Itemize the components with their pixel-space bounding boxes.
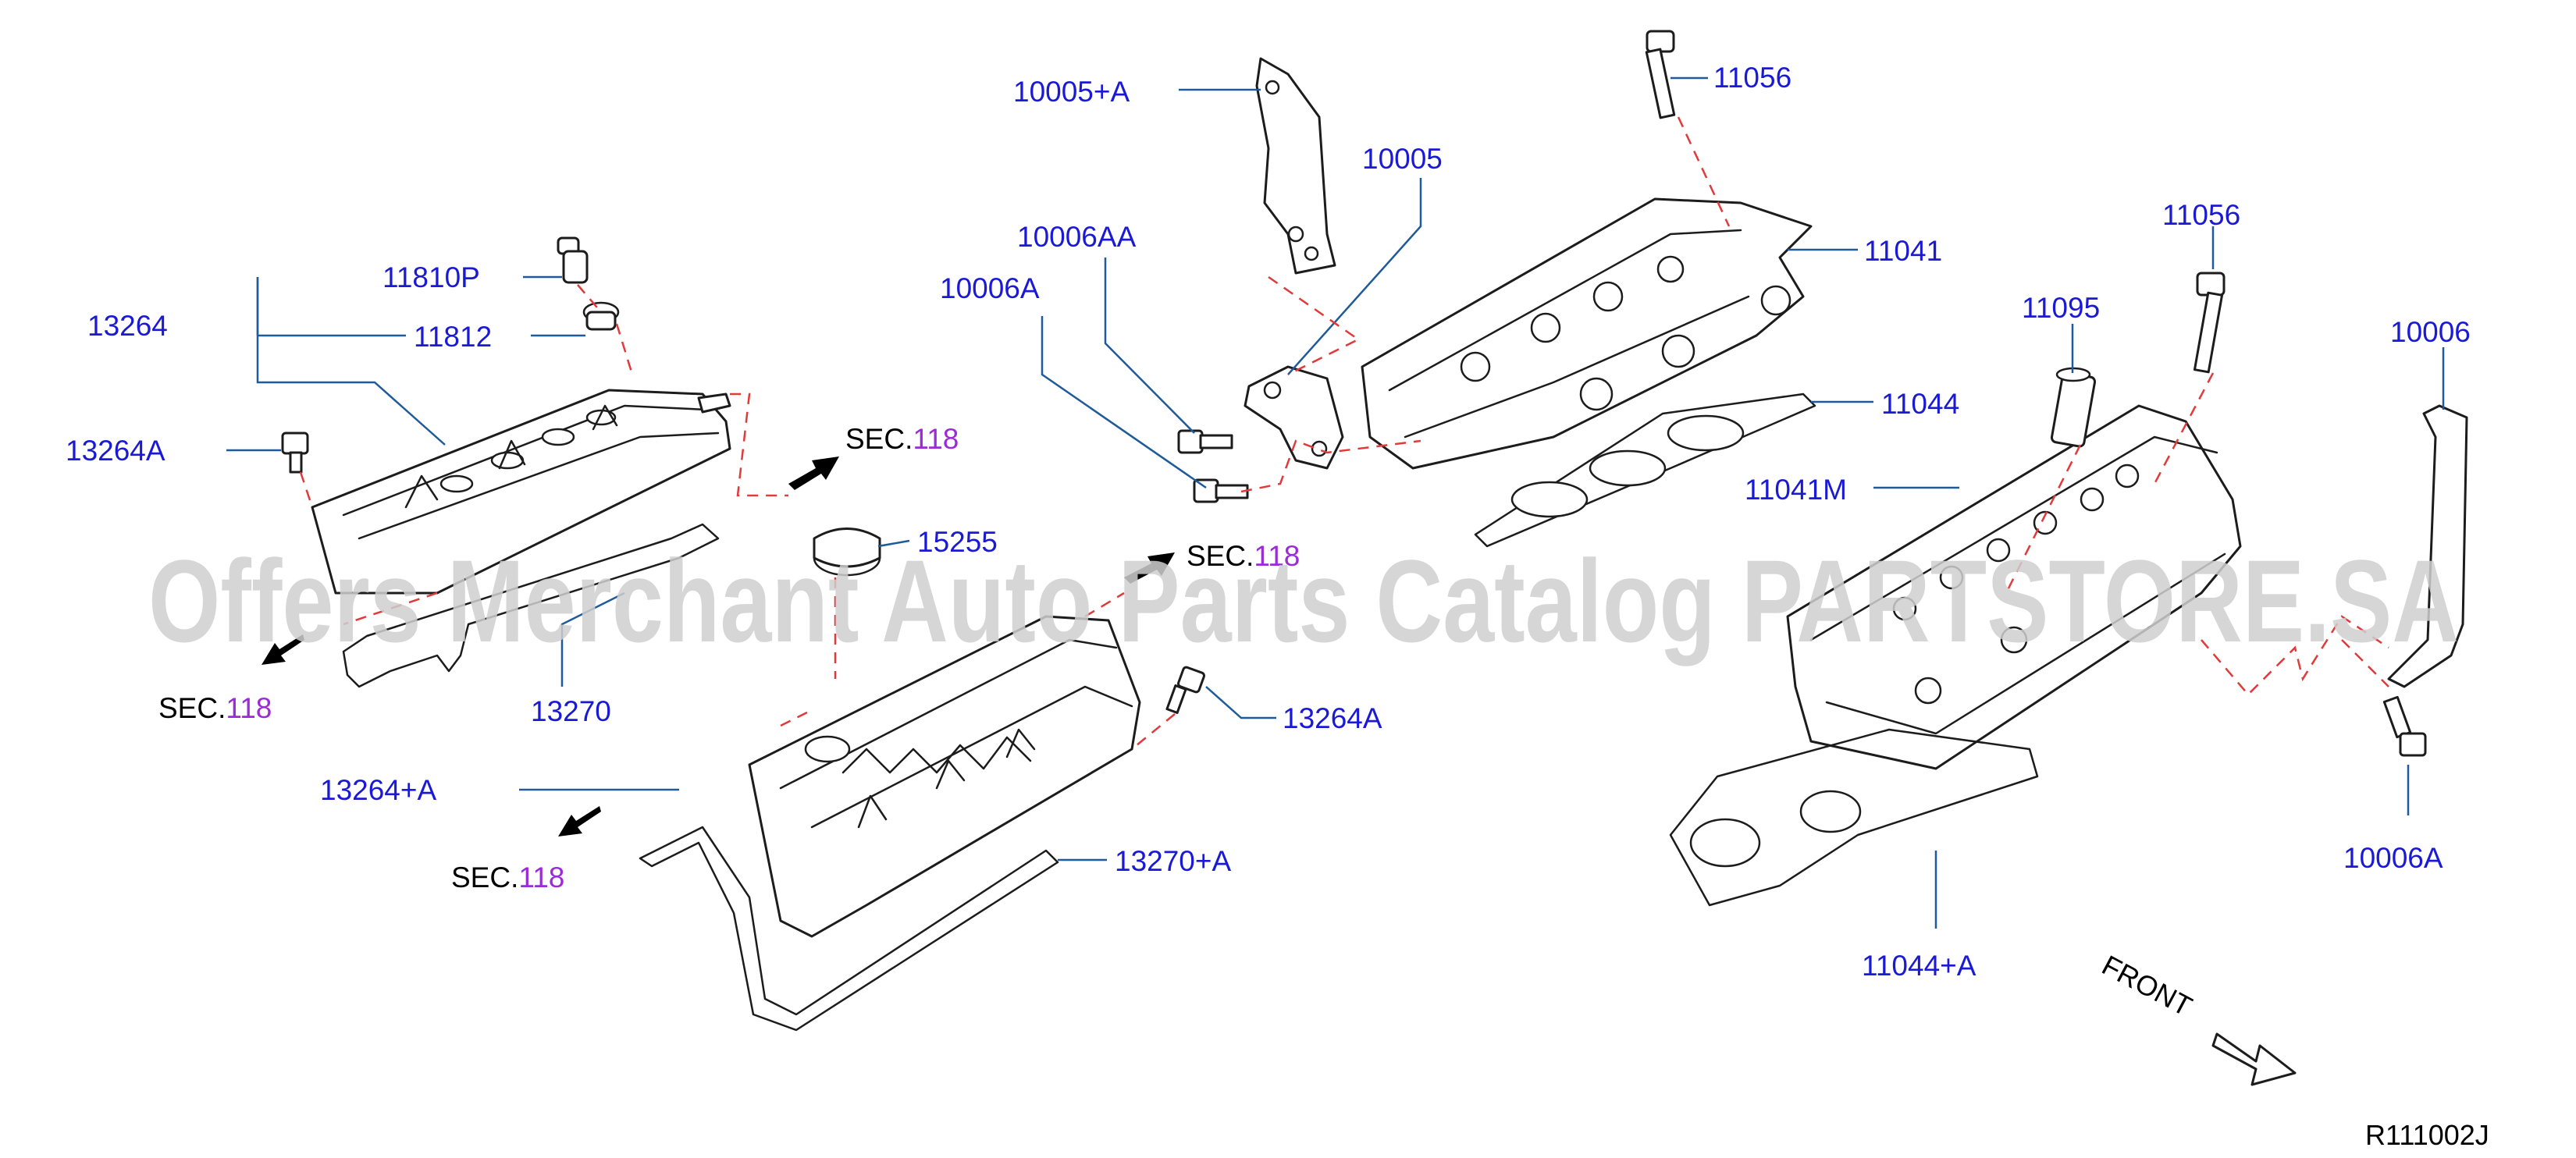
label-10005[interactable]: 10005: [1362, 143, 1443, 175]
label-13270[interactable]: 13270: [531, 695, 611, 727]
label-11044[interactable]: 11044: [1881, 388, 1959, 420]
label-10006[interactable]: 10006: [2390, 316, 2471, 348]
front-arrow-icon: [2211, 1032, 2297, 1086]
label-10006a-left[interactable]: 10006A: [940, 272, 1040, 304]
label-11041m[interactable]: 11041M: [1745, 474, 1847, 506]
gasket-13270plusa-drawing: [639, 826, 1059, 1032]
watermark-text: Offers Merchant Auto Parts Catalog PARTS…: [148, 535, 2459, 666]
sec-label-lower-left[interactable]: SEC.118: [451, 861, 564, 893]
bolt-10006a-right-drawing: [2382, 695, 2427, 757]
bracket-10006-drawing: [2387, 404, 2468, 688]
label-13264a-mid[interactable]: 13264A: [1283, 702, 1382, 734]
sec-arrow-left-lower: [558, 806, 601, 837]
part-labels: 10005+A 11056 10005 10006AA 10006A 11041…: [66, 62, 2471, 982]
label-10006a-right[interactable]: 10006A: [2343, 842, 2443, 874]
diagram-code: R111002J: [2365, 1119, 2489, 1151]
label-10006aa[interactable]: 10006AA: [1017, 221, 1137, 253]
sec-label-lower-right[interactable]: SEC.118: [1187, 540, 1300, 572]
label-11810p[interactable]: 11810P: [382, 261, 480, 293]
sec-number: 118: [226, 692, 272, 724]
gasket-13270-drawing: [342, 523, 720, 688]
bolt-10006aa-drawing: [1177, 429, 1233, 454]
label-13264plusa[interactable]: 13264+A: [320, 774, 436, 806]
head-gasket-11044-drawing: [1474, 393, 1816, 548]
label-11056-right[interactable]: 11056: [2162, 199, 2240, 231]
label-11095[interactable]: 11095: [2022, 292, 2100, 324]
sec-label-upper-right[interactable]: SEC.118: [845, 423, 959, 455]
sec-number: 118: [913, 423, 959, 455]
sec-number: 118: [1254, 540, 1300, 572]
head-gasket-11044plusa-drawing: [1669, 728, 2039, 907]
label-13270plusa[interactable]: 13270+A: [1115, 845, 1231, 877]
bolt-13264a-mid-drawing: [1165, 666, 1205, 714]
sec-number: 118: [518, 861, 564, 893]
rocker-cover-right-drawing: [748, 615, 1141, 938]
front-label: FRONT: [2097, 949, 2197, 1022]
label-15255[interactable]: 15255: [917, 526, 998, 558]
pcv-valve-11810p-drawing: [557, 236, 589, 284]
label-13264[interactable]: 13264: [87, 310, 168, 342]
sec-prefix: SEC.: [845, 423, 913, 455]
rocker-cover-left-drawing: [311, 389, 731, 595]
sec-arrow-right-upper: [788, 456, 839, 490]
label-10005plusa[interactable]: 10005+A: [1013, 76, 1130, 108]
label-11041[interactable]: 11041: [1864, 235, 1942, 267]
sec-prefix: SEC.: [1187, 540, 1254, 572]
bolt-10006a-left-drawing: [1193, 478, 1249, 503]
label-13264a-left[interactable]: 13264A: [66, 435, 165, 467]
sec-arrow-right-lower: [1124, 552, 1175, 584]
sec-arrow-left-upper: [262, 634, 304, 665]
dowel-11095-drawing: [2050, 367, 2097, 448]
oil-filler-cap-15255-drawing: [813, 527, 881, 577]
sec-prefix: SEC.: [451, 861, 518, 893]
label-11812[interactable]: 11812: [414, 321, 492, 353]
sec-label-upper-left[interactable]: SEC.118: [158, 692, 272, 724]
dashed-guide-lines: [299, 116, 2389, 750]
label-11056-top[interactable]: 11056: [1713, 62, 1791, 94]
bolt-13264a-left-drawing: [281, 432, 309, 474]
label-11044plusa[interactable]: 11044+A: [1862, 950, 1976, 982]
sec-prefix: SEC.: [158, 692, 226, 724]
bracket-10005plusa-drawing: [1255, 57, 1336, 275]
leader-lines: [226, 76, 2445, 929]
cylinder-head-11041-drawing: [1361, 197, 1813, 470]
grommet-11812-drawing: [582, 301, 620, 331]
cylinder-head-11041m-drawing: [1786, 404, 2242, 770]
bolt-11056-right-drawing: [2193, 272, 2226, 374]
sec-labels: SEC.118 SEC.118 SEC.118 SEC.118: [158, 423, 1300, 893]
bolt-11056-top-drawing: [1645, 30, 1676, 119]
